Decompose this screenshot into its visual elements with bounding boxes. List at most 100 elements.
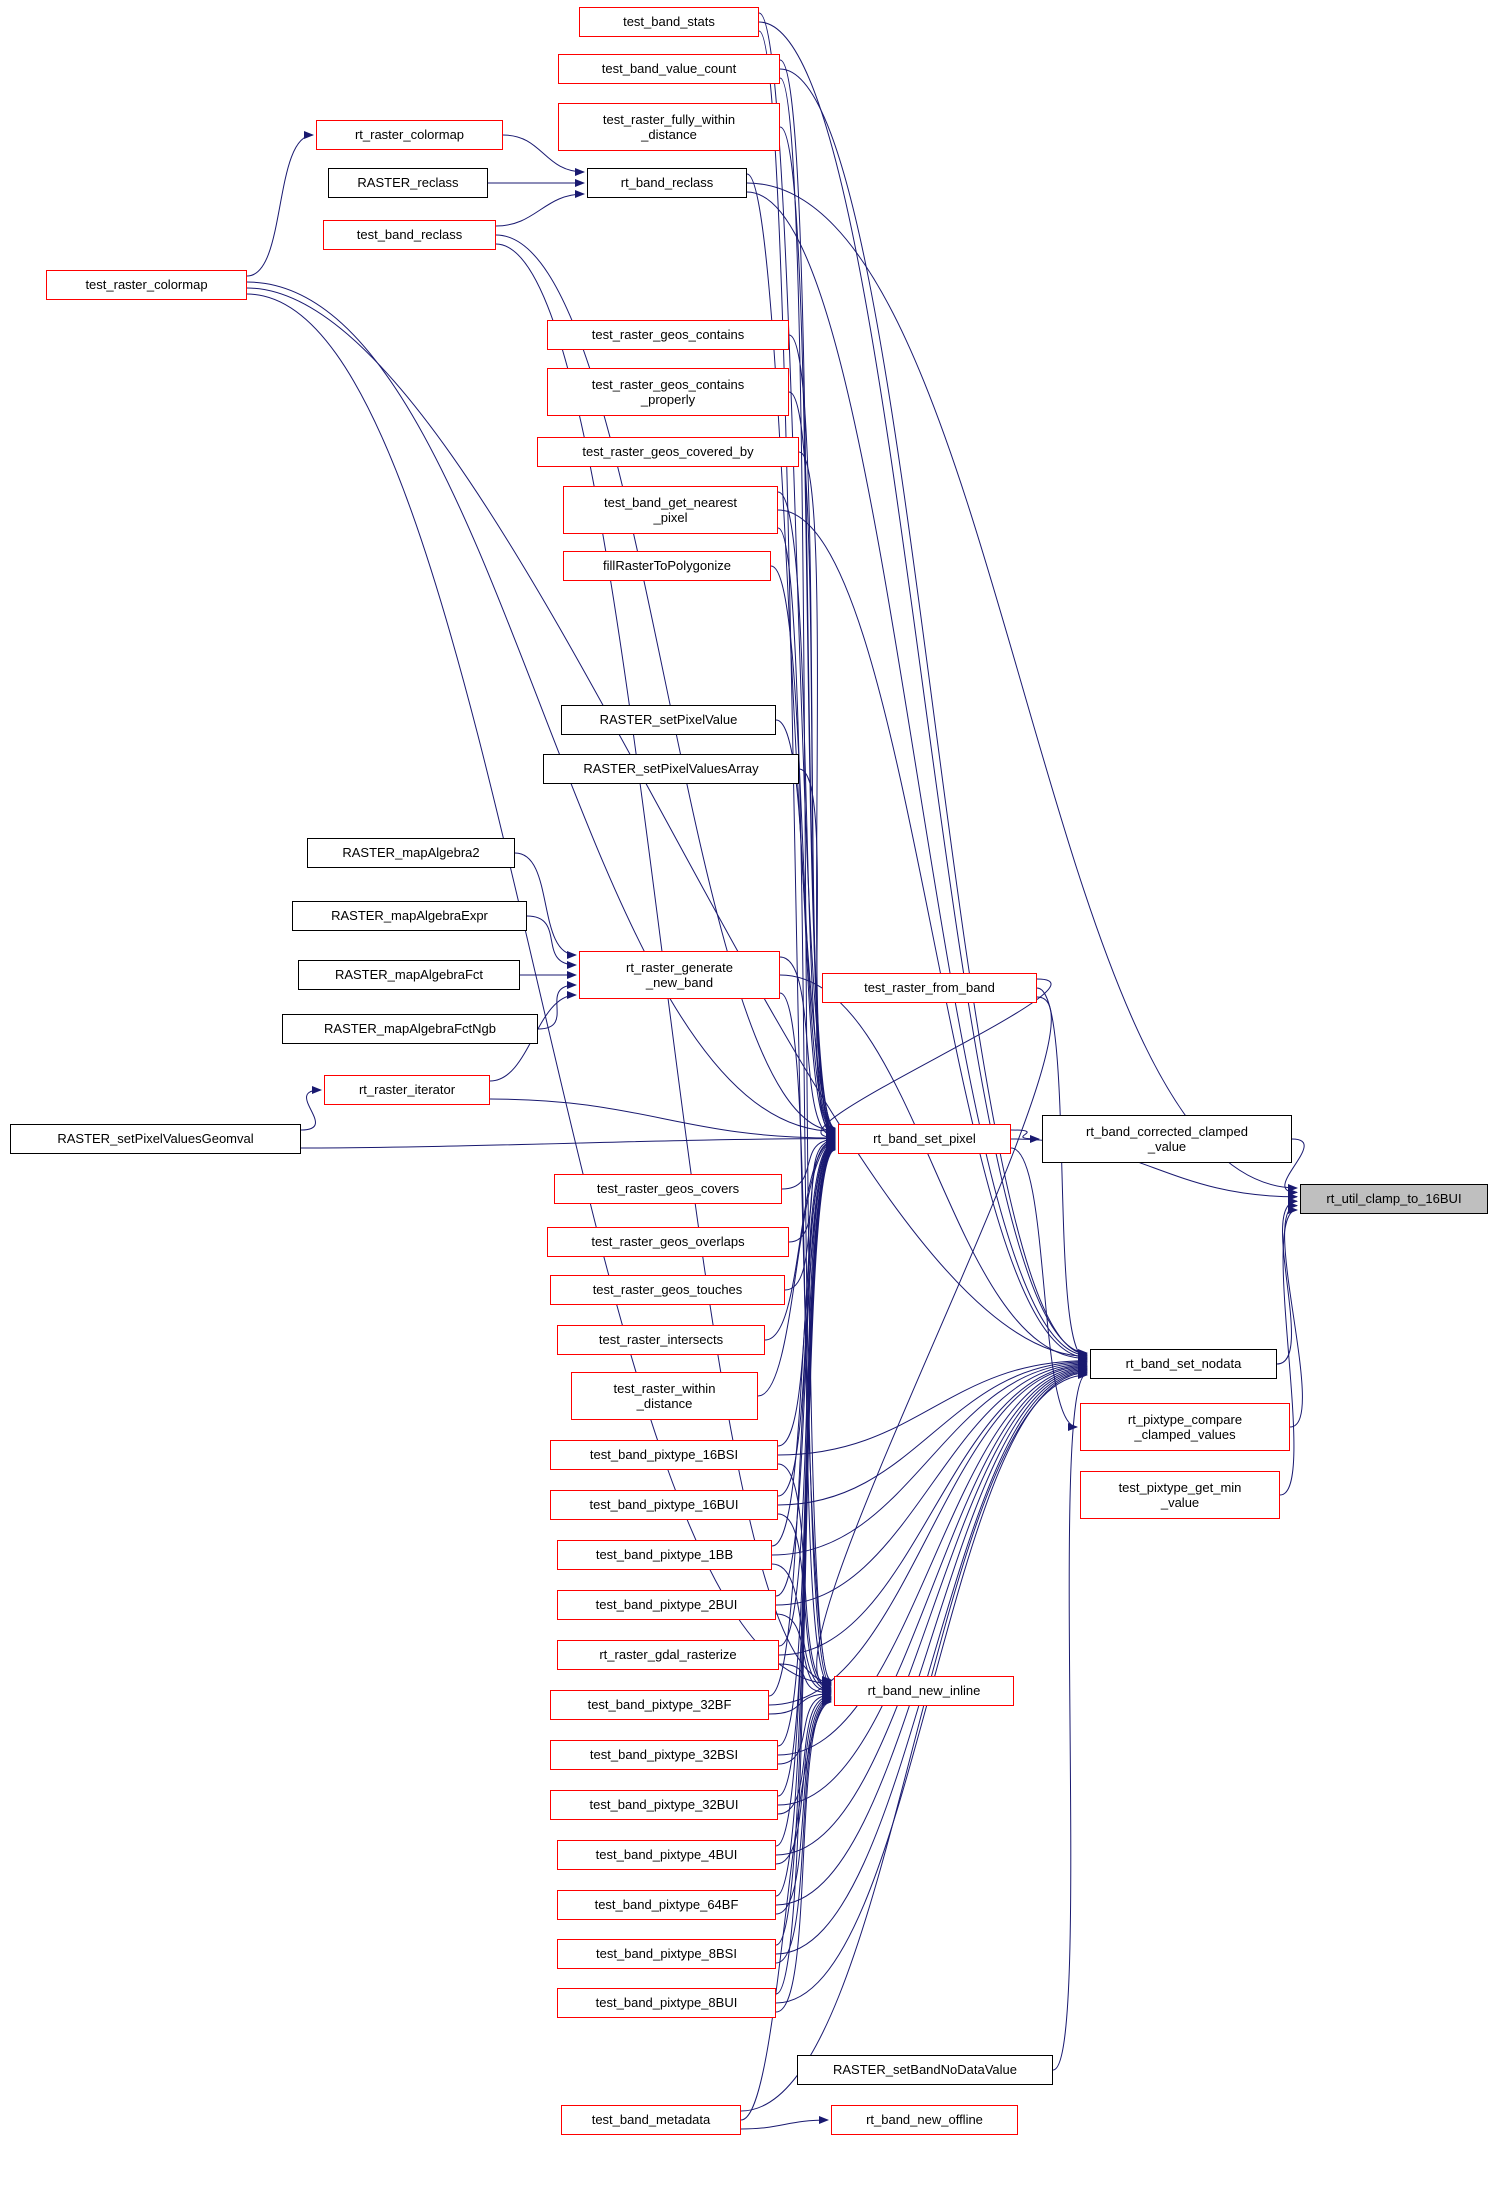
edge-fillRasterToPolygonize--rt_band_set_pixel (770, 565, 836, 1139)
node-rt_band_corrected_clamped_value[interactable]: rt_band_corrected_clamped_value (1042, 1115, 1292, 1163)
node-rt_band_reclass[interactable]: rt_band_reclass (587, 168, 747, 198)
node-test_raster_fully_within_distance[interactable]: test_raster_fully_within_distance (558, 103, 780, 151)
node-test_band_pixtype_16BUI[interactable]: test_band_pixtype_16BUI (550, 1490, 778, 1520)
edge-test_band_pixtype_64BF--rt_band_new_inline (775, 1694, 832, 1915)
edge-rt_band_set_pixel--rt_pixtype_compare_clamped_values (1010, 1147, 1078, 1431)
node-test_band_get_nearest_pixel[interactable]: test_band_get_nearest_pixel (563, 486, 778, 534)
node-label: test_raster_colormap (85, 277, 208, 293)
node-test_band_pixtype_4BUI[interactable]: test_band_pixtype_4BUI (557, 1840, 776, 1870)
node-test_band_pixtype_8BUI[interactable]: test_band_pixtype_8BUI (557, 1988, 776, 2018)
edge-test_band_pixtype_4BUI--rt_band_new_inline (775, 1693, 832, 1865)
node-RASTER_mapAlgebraExpr[interactable]: RASTER_mapAlgebraExpr (292, 901, 527, 931)
edge-RASTER_mapAlgebraFctNgb--rt_raster_generate_new_band (537, 981, 577, 1030)
node-rt_band_new_inline[interactable]: rt_band_new_inline (834, 1676, 1014, 1706)
node-RASTER_setPixelValue[interactable]: RASTER_setPixelValue (561, 705, 776, 735)
edge-test_band_pixtype_2BUI--rt_band_new_inline (775, 1613, 832, 1696)
node-rt_raster_iterator[interactable]: rt_raster_iterator (324, 1075, 490, 1105)
edge-rt_raster_gdal_rasterize--rt_band_set_pixel (778, 1141, 836, 1647)
edge-test_band_value_count--rt_band_set_pixel (779, 59, 836, 1133)
edge-RASTER_setPixelValuesGeomval--rt_band_set_pixel (300, 1134, 836, 1149)
node-test_raster_geos_covers[interactable]: test_raster_geos_covers (554, 1174, 782, 1204)
node-label: test_band_pixtype_4BUI (595, 1847, 738, 1863)
edge-test_band_pixtype_32BUI--rt_band_new_inline (777, 1692, 832, 1815)
node-rt_raster_colormap[interactable]: rt_raster_colormap (316, 120, 503, 150)
node-test_raster_geos_contains_properly[interactable]: test_raster_geos_contains_properly (547, 368, 789, 416)
edge-test_band_pixtype_16BSI--rt_band_new_inline (777, 1463, 832, 1693)
edge-test_raster_geos_covered_by--rt_band_set_pixel (798, 451, 836, 1138)
node-test_raster_colormap[interactable]: test_raster_colormap (46, 270, 247, 300)
node-RASTER_setBandNoDataValue[interactable]: RASTER_setBandNoDataValue (797, 2055, 1053, 2085)
node-test_raster_within_distance[interactable]: test_raster_within_distance (571, 1372, 758, 1420)
node-label: _distance (641, 127, 697, 142)
node-RASTER_mapAlgebra2[interactable]: RASTER_mapAlgebra2 (307, 838, 515, 868)
node-test_raster_geos_contains[interactable]: test_raster_geos_contains (547, 320, 789, 350)
node-test_raster_from_band[interactable]: test_raster_from_band (822, 973, 1037, 1003)
edge-test_raster_from_band--rt_band_new_inline (816, 996, 1052, 1691)
node-label: test_raster_geos_contains (591, 327, 745, 343)
edge-test_band_pixtype_1BB--rt_band_new_inline (771, 1563, 832, 1695)
edge-test_band_pixtype_32BSI--rt_band_new_inline (777, 1691, 832, 1765)
node-test_band_reclass[interactable]: test_band_reclass (323, 220, 496, 250)
edge-test_band_get_nearest_pixel--rt_band_set_nodata (777, 509, 1088, 1362)
edge-rt_band_reclass--rt_util_clamp_to_16BUI (746, 182, 1298, 1192)
node-test_band_pixtype_32BSI[interactable]: test_band_pixtype_32BSI (550, 1740, 778, 1770)
node-label: test_raster_geos_touches (592, 1282, 743, 1298)
edge-test_raster_geos_touches--rt_band_set_pixel (784, 1136, 836, 1291)
node-test_raster_geos_covered_by[interactable]: test_raster_geos_covered_by (537, 437, 799, 467)
node-fillRasterToPolygonize[interactable]: fillRasterToPolygonize (563, 551, 771, 581)
node-label: RASTER_reclass (357, 175, 459, 191)
node-test_band_metadata[interactable]: test_band_metadata (561, 2105, 741, 2135)
edge-test_band_pixtype_32BUI--rt_band_set_nodata (777, 1364, 1088, 1806)
edge-RASTER_setPixelValuesGeomval--rt_raster_iterator (300, 1086, 322, 1131)
node-RASTER_mapAlgebraFctNgb[interactable]: RASTER_mapAlgebraFctNgb (282, 1014, 538, 1044)
node-label: test_band_pixtype_8BSI (596, 1946, 737, 1962)
edge-test_band_pixtype_64BF--rt_band_set_pixel (775, 1144, 836, 1897)
node-label: rt_pixtype_compare (1127, 1411, 1243, 1427)
edge-test_raster_geos_covers--rt_band_set_pixel (781, 1135, 836, 1190)
node-label: test_raster_geos_overlaps (591, 1234, 745, 1250)
node-label: rt_band_set_pixel (873, 1131, 976, 1147)
node-test_band_pixtype_32BUI[interactable]: test_band_pixtype_32BUI (550, 1790, 778, 1820)
node-test_band_pixtype_16BSI[interactable]: test_band_pixtype_16BSI (550, 1440, 778, 1470)
node-label: RASTER_mapAlgebraExpr (331, 908, 488, 924)
edge-rt_raster_iterator--rt_band_set_pixel (489, 1098, 836, 1142)
node-rt_raster_gdal_rasterize[interactable]: rt_raster_gdal_rasterize (557, 1640, 779, 1670)
node-label: test_raster_from_band (864, 980, 995, 996)
node-test_band_pixtype_2BUI[interactable]: test_band_pixtype_2BUI (557, 1590, 776, 1620)
edge-rt_raster_gdal_rasterize--rt_band_set_nodata (778, 1361, 1088, 1656)
node-rt_pixtype_compare_clamped_values[interactable]: rt_pixtype_compare_clamped_values (1080, 1403, 1290, 1451)
node-test_raster_geos_overlaps[interactable]: test_raster_geos_overlaps (547, 1227, 789, 1257)
node-test_band_stats[interactable]: test_band_stats (579, 7, 759, 37)
node-test_raster_geos_touches[interactable]: test_raster_geos_touches (550, 1275, 785, 1305)
node-rt_util_clamp_to_16BUI[interactable]: rt_util_clamp_to_16BUI (1300, 1184, 1488, 1214)
node-test_raster_intersects[interactable]: test_raster_intersects (557, 1325, 765, 1355)
node-label: RASTER_setPixelValuesGeomval (57, 1131, 254, 1147)
node-label: test_raster_fully_within (602, 111, 736, 127)
node-test_band_value_count[interactable]: test_band_value_count (558, 54, 780, 84)
node-test_band_pixtype_32BF[interactable]: test_band_pixtype_32BF (550, 1690, 769, 1720)
node-test_band_pixtype_64BF[interactable]: test_band_pixtype_64BF (557, 1890, 776, 1920)
node-label: rt_band_new_inline (867, 1683, 981, 1699)
node-RASTER_mapAlgebraFct[interactable]: RASTER_mapAlgebraFct (298, 960, 520, 990)
node-RASTER_setPixelValuesGeomval[interactable]: RASTER_setPixelValuesGeomval (10, 1124, 301, 1154)
node-label: test_band_stats (623, 14, 715, 30)
node-RASTER_setPixelValuesArray[interactable]: RASTER_setPixelValuesArray (543, 754, 799, 784)
edge-test_band_value_count--rt_band_set_nodata (779, 68, 1088, 1359)
node-label: test_raster_geos_contains (591, 376, 745, 392)
node-test_band_pixtype_8BSI[interactable]: test_band_pixtype_8BSI (557, 1939, 776, 1969)
edge-test_band_pixtype_8BSI--rt_band_set_pixel (775, 1145, 836, 1946)
node-rt_band_set_pixel[interactable]: rt_band_set_pixel (838, 1124, 1011, 1154)
node-RASTER_reclass[interactable]: RASTER_reclass (328, 168, 488, 198)
node-label: _clamped_values (1134, 1427, 1236, 1442)
node-rt_band_new_offline[interactable]: rt_band_new_offline (831, 2105, 1018, 2135)
node-label: test_band_pixtype_32BSI (589, 1747, 739, 1763)
edge-test_band_pixtype_8BSI--rt_band_new_inline (775, 1695, 832, 1964)
node-rt_raster_generate_new_band[interactable]: rt_raster_generate_new_band (579, 951, 780, 999)
node-rt_band_set_nodata[interactable]: rt_band_set_nodata (1090, 1349, 1277, 1379)
node-test_band_pixtype_1BB[interactable]: test_band_pixtype_1BB (557, 1540, 772, 1570)
edge-RASTER_setPixelValuesArray--rt_band_set_pixel (798, 768, 836, 1140)
node-label: rt_band_new_offline (866, 2112, 983, 2128)
node-label: _value (1147, 1139, 1187, 1154)
node-test_pixtype_get_min_value[interactable]: test_pixtype_get_min_value (1080, 1471, 1280, 1519)
